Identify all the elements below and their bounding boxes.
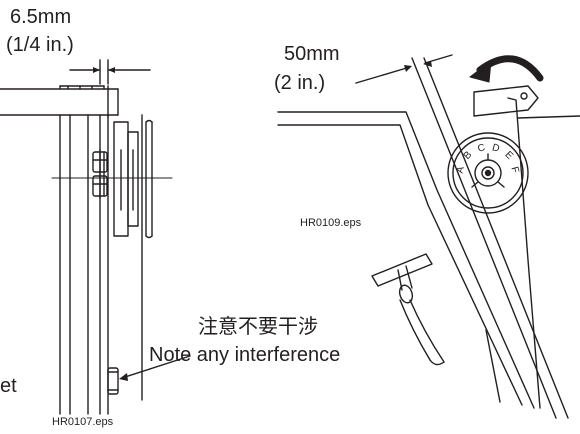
right-figure [277,54,580,419]
gap-dimension-left [69,59,151,85]
top-rail [0,85,119,118]
interference-note-english: Note any interference [149,344,341,366]
quick-release-lever [371,253,445,366]
right-gap-imperial: (2 in.) [274,72,326,94]
rotate-arrow-icon [469,55,544,83]
tube-clip [473,85,539,117]
frame-edge-detail [485,329,501,403]
left-gap-metric: 6.5mm [10,6,72,28]
right-gap-metric: 50mm [284,43,340,65]
interference-leader [119,355,191,381]
interference-note-chinese: 注意不要干涉 [198,314,318,338]
side-panel [507,97,580,409]
pulley-assembly [92,119,153,239]
fork-frame [277,111,535,409]
clipped-label: et [0,375,17,397]
right-file-label: HR0109.eps [300,217,362,229]
left-file-label: HR0107.eps [52,416,114,428]
left-figure [0,59,191,415]
left-gap-imperial: (1/4 in.) [6,34,74,56]
bottom-bracket [107,367,119,395]
seat-tube [411,57,569,419]
gap-dimension-right [355,54,453,84]
adjustment-dial [447,132,529,214]
